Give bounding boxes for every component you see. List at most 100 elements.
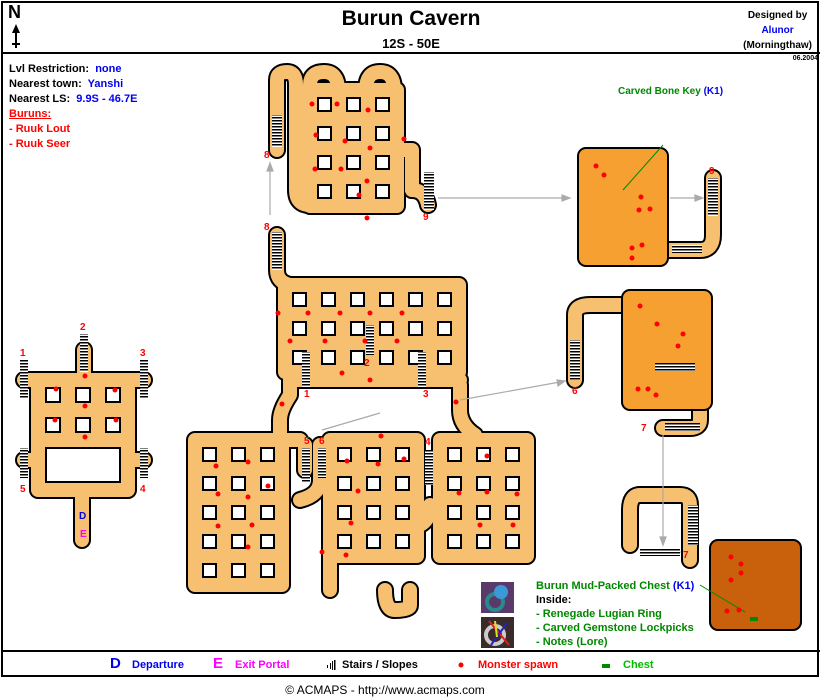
exit-portal-marker: E: [80, 529, 87, 540]
monster-spawn-dot: [514, 491, 520, 497]
monster-spawn-dot: [305, 310, 311, 316]
monster-spawn-dot: [113, 417, 119, 423]
monster-spawn-dot: [364, 178, 370, 184]
chest-inside-label: Inside:: [536, 594, 572, 606]
stairs-label-6: 6: [319, 436, 325, 447]
legend-exit-symbol: E: [213, 655, 224, 672]
stairs-label-4: 4: [425, 437, 431, 448]
stairs-label-7: 7: [683, 550, 689, 561]
monster-spawn-dot: [728, 577, 734, 583]
header-divider: [1, 52, 820, 54]
legend-departure: Departure: [132, 659, 184, 671]
monster-spawn-dot: [456, 490, 462, 496]
key-name: Carved Bone Key: [618, 86, 701, 97]
key-room: [577, 147, 669, 267]
designer-block: Designed by Alunor (Morningthaw): [743, 8, 812, 53]
stairs-label-9: 9: [423, 212, 429, 223]
monster-spawn-dot: [334, 101, 340, 107]
monster-spawn-dot: [82, 434, 88, 440]
monster-spawn-dot: [112, 387, 118, 393]
server-name: (Morningthaw): [743, 40, 812, 51]
key-pointer: [622, 144, 664, 191]
monster-spawn-dot: [355, 488, 361, 494]
monster-spawn-dot: [343, 552, 349, 558]
monster-spawn-dot: [356, 192, 362, 198]
monster-spawn-dot: [309, 101, 315, 107]
page-title: Burun Cavern: [341, 7, 481, 30]
monster-item: - Ruuk Seer: [9, 138, 71, 150]
monster-spawn-dot: [245, 544, 251, 550]
monster-spawn-dot: [82, 373, 88, 379]
legend-departure-symbol: D: [110, 655, 121, 672]
legend-chest: Chest: [623, 659, 654, 671]
legend-exit: Exit Portal: [235, 659, 290, 671]
monsters-title: Buruns:: [9, 108, 52, 120]
stairs-label-2: 2: [364, 358, 370, 369]
town-label: Nearest town:: [9, 78, 82, 90]
ls-value: 9.9S - 46.7E: [76, 93, 138, 105]
monster-spawn-dot: [637, 303, 643, 309]
monster-spawn-dot: [265, 483, 271, 489]
monster-spawn-dot: [312, 166, 318, 172]
monster-spawn-dot: [601, 172, 607, 178]
monster-spawn-dot: [738, 570, 744, 576]
monster-spawn-dot: [484, 489, 490, 495]
monster-spawn-dot: [313, 132, 319, 138]
ls-label: Nearest LS:: [9, 93, 71, 105]
stairs-icons: [20, 115, 718, 556]
monster-spawn-dot: [338, 166, 344, 172]
monster-spawn-dot: [245, 494, 251, 500]
stairs-label-3: 3: [423, 389, 429, 400]
monster-spawn-dot: [378, 433, 384, 439]
monster-spawn-dot: [638, 194, 644, 200]
departure-marker: D: [79, 511, 86, 522]
chest-info: Burun Mud-Packed Chest (K1) Inside: - Re…: [536, 579, 694, 649]
monster-spawn-dot: [275, 310, 281, 316]
monster-spawn-dot: [362, 338, 368, 344]
chest-pointer: [699, 584, 746, 613]
designed-by-label: Designed by: [747, 10, 808, 21]
north-arrow-icon: [12, 24, 20, 48]
monster-item: - Ruuk Lout: [9, 123, 71, 135]
monster-spawn-dot: [364, 215, 370, 221]
middle-room: [621, 289, 713, 411]
legend-divider: [1, 650, 820, 652]
lockpicks-icon: [481, 617, 514, 648]
stairs-label-7: 7: [641, 423, 647, 434]
stairs-label-6: 6: [572, 386, 578, 397]
monster-spawn-dot: [453, 399, 459, 405]
monster-spawn-dot: [53, 386, 59, 392]
monster-spawn-dot: [279, 401, 285, 407]
north-label: N: [8, 2, 21, 22]
monster-spawn-dot: [82, 403, 88, 409]
monster-spawn-dot: [367, 377, 373, 383]
map-date: 06.2004: [792, 55, 818, 62]
monster-spawn-dot: [636, 207, 642, 213]
monster-spawn-dot: [635, 386, 641, 392]
monster-spawn-dot: [477, 522, 483, 528]
chest-name: Burun Mud-Packed Chest: [536, 580, 670, 592]
monster-spawn-dot: [639, 242, 645, 248]
monster-spawns: [52, 101, 744, 614]
stairs-label-4: 4: [140, 484, 146, 495]
monster-spawn-dot: [401, 456, 407, 462]
lvl-label: Lvl Restriction:: [9, 63, 90, 75]
monster-spawn-dot: [367, 145, 373, 151]
transition-arrows: [266, 161, 705, 556]
monster-spawn-dot: [249, 522, 255, 528]
lvl-value: none: [95, 63, 122, 75]
monster-spawn-dot: [680, 331, 686, 337]
dungeon-coords: 12S - 50E: [382, 36, 440, 51]
stairs-label-8: 8: [264, 222, 270, 233]
monster-spawn-dot: [213, 463, 219, 469]
monster-spawn-dot: [245, 459, 251, 465]
monster-spawn-dot: [394, 338, 400, 344]
monster-spawn-dot: [319, 549, 325, 555]
ring-icon: [481, 582, 514, 613]
spawn-dot-icon: [458, 662, 464, 668]
town-value: Yanshi: [87, 78, 124, 90]
chest-icon: [602, 664, 610, 668]
monster-spawn-dot: [342, 138, 348, 144]
